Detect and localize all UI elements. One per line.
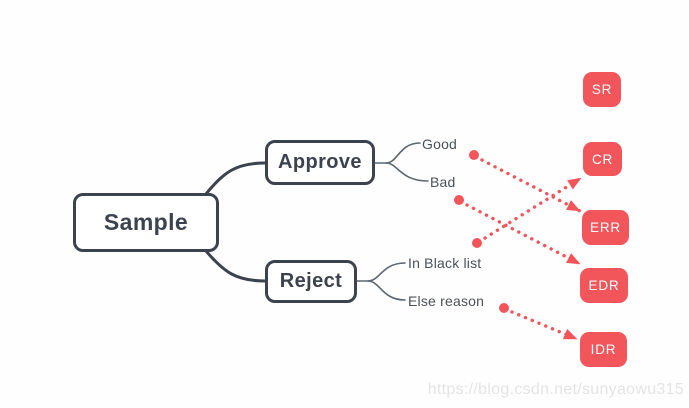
leaf-label-else-reason: Else reason (408, 293, 485, 309)
branch-connectors (204, 161, 267, 283)
connector-sample-approve (204, 161, 267, 196)
result-node-cr: CR (583, 142, 622, 176)
result-node-sr: SR (583, 72, 621, 107)
arrow-blacklist-to-cr (472, 176, 583, 248)
node-approve: Approve (265, 140, 375, 185)
node-sample: Sample (73, 193, 219, 252)
arrow-bad-to-edr (454, 195, 582, 266)
arrow-else-to-idr (499, 303, 579, 341)
leaf-label-good: Good (422, 136, 458, 152)
leaf-label-in-black-list: In Black list (408, 255, 482, 271)
leaf-connectors (356, 142, 429, 301)
connector-sample-reject (204, 249, 267, 283)
watermark: https://blog.csdn.net/sunyaowu315 (427, 381, 684, 398)
connector-approve-bad (385, 162, 429, 182)
connector-approve-good (374, 142, 421, 164)
result-node-idr: IDR (580, 332, 627, 367)
result-node-edr: EDR (580, 268, 628, 303)
result-node-err: ERR (582, 210, 629, 245)
leaf-label-bad: Bad (430, 174, 456, 190)
arrow-good-to-err (469, 150, 582, 213)
mapping-arrows (454, 150, 583, 341)
node-reject: Reject (265, 260, 357, 303)
connector-reject-else (367, 280, 406, 301)
connector-reject-blacklist (356, 262, 406, 282)
